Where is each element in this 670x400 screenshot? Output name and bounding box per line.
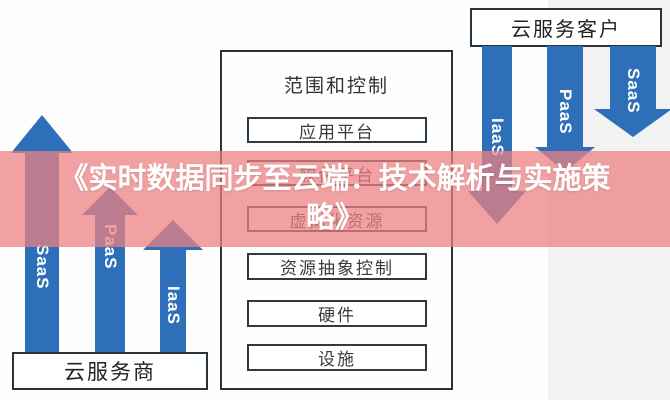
- title-overlay-band: [0, 151, 670, 247]
- layer-box-resource-abstraction-control: 资源抽象控制: [247, 253, 427, 280]
- arrow-label: IaaS: [164, 285, 183, 325]
- layer-label: 应用平台: [299, 122, 375, 142]
- arrow-shaft: [160, 249, 186, 352]
- customer-label: 云服务客户: [511, 19, 621, 41]
- article-title: 《实时数据同步至云端：技术解析与实施策 略》: [0, 151, 670, 247]
- arrow-shaft: [547, 46, 583, 148]
- arrow-head: [594, 109, 670, 137]
- article-title-line2: 略》: [305, 202, 364, 234]
- provider-label: 云服务商: [64, 360, 156, 384]
- layer-box-facility: 设施: [247, 344, 427, 371]
- arrow-head: [11, 115, 73, 153]
- arrow-label: IaaS: [488, 117, 507, 157]
- panel-title: 范围和控制: [283, 76, 389, 97]
- customer-box: 云服务客户: [470, 8, 662, 47]
- layer-label: 设施: [318, 350, 356, 369]
- arrow-label: PaaS: [556, 89, 575, 135]
- layer-box-application-platform: 应用平台: [247, 117, 427, 143]
- article-title-line1: 《实时数据同步至云端：技术解析与实施策: [59, 163, 611, 195]
- provider-box: 云服务商: [12, 352, 208, 390]
- layer-box-hardware: 硬件: [247, 300, 427, 327]
- arrow-label: SaaS: [624, 68, 643, 114]
- layer-label: 资源抽象控制: [280, 259, 394, 278]
- layer-label: 硬件: [318, 306, 356, 325]
- arrow-label: SaaS: [33, 244, 52, 290]
- arrow-shaft: [610, 46, 656, 110]
